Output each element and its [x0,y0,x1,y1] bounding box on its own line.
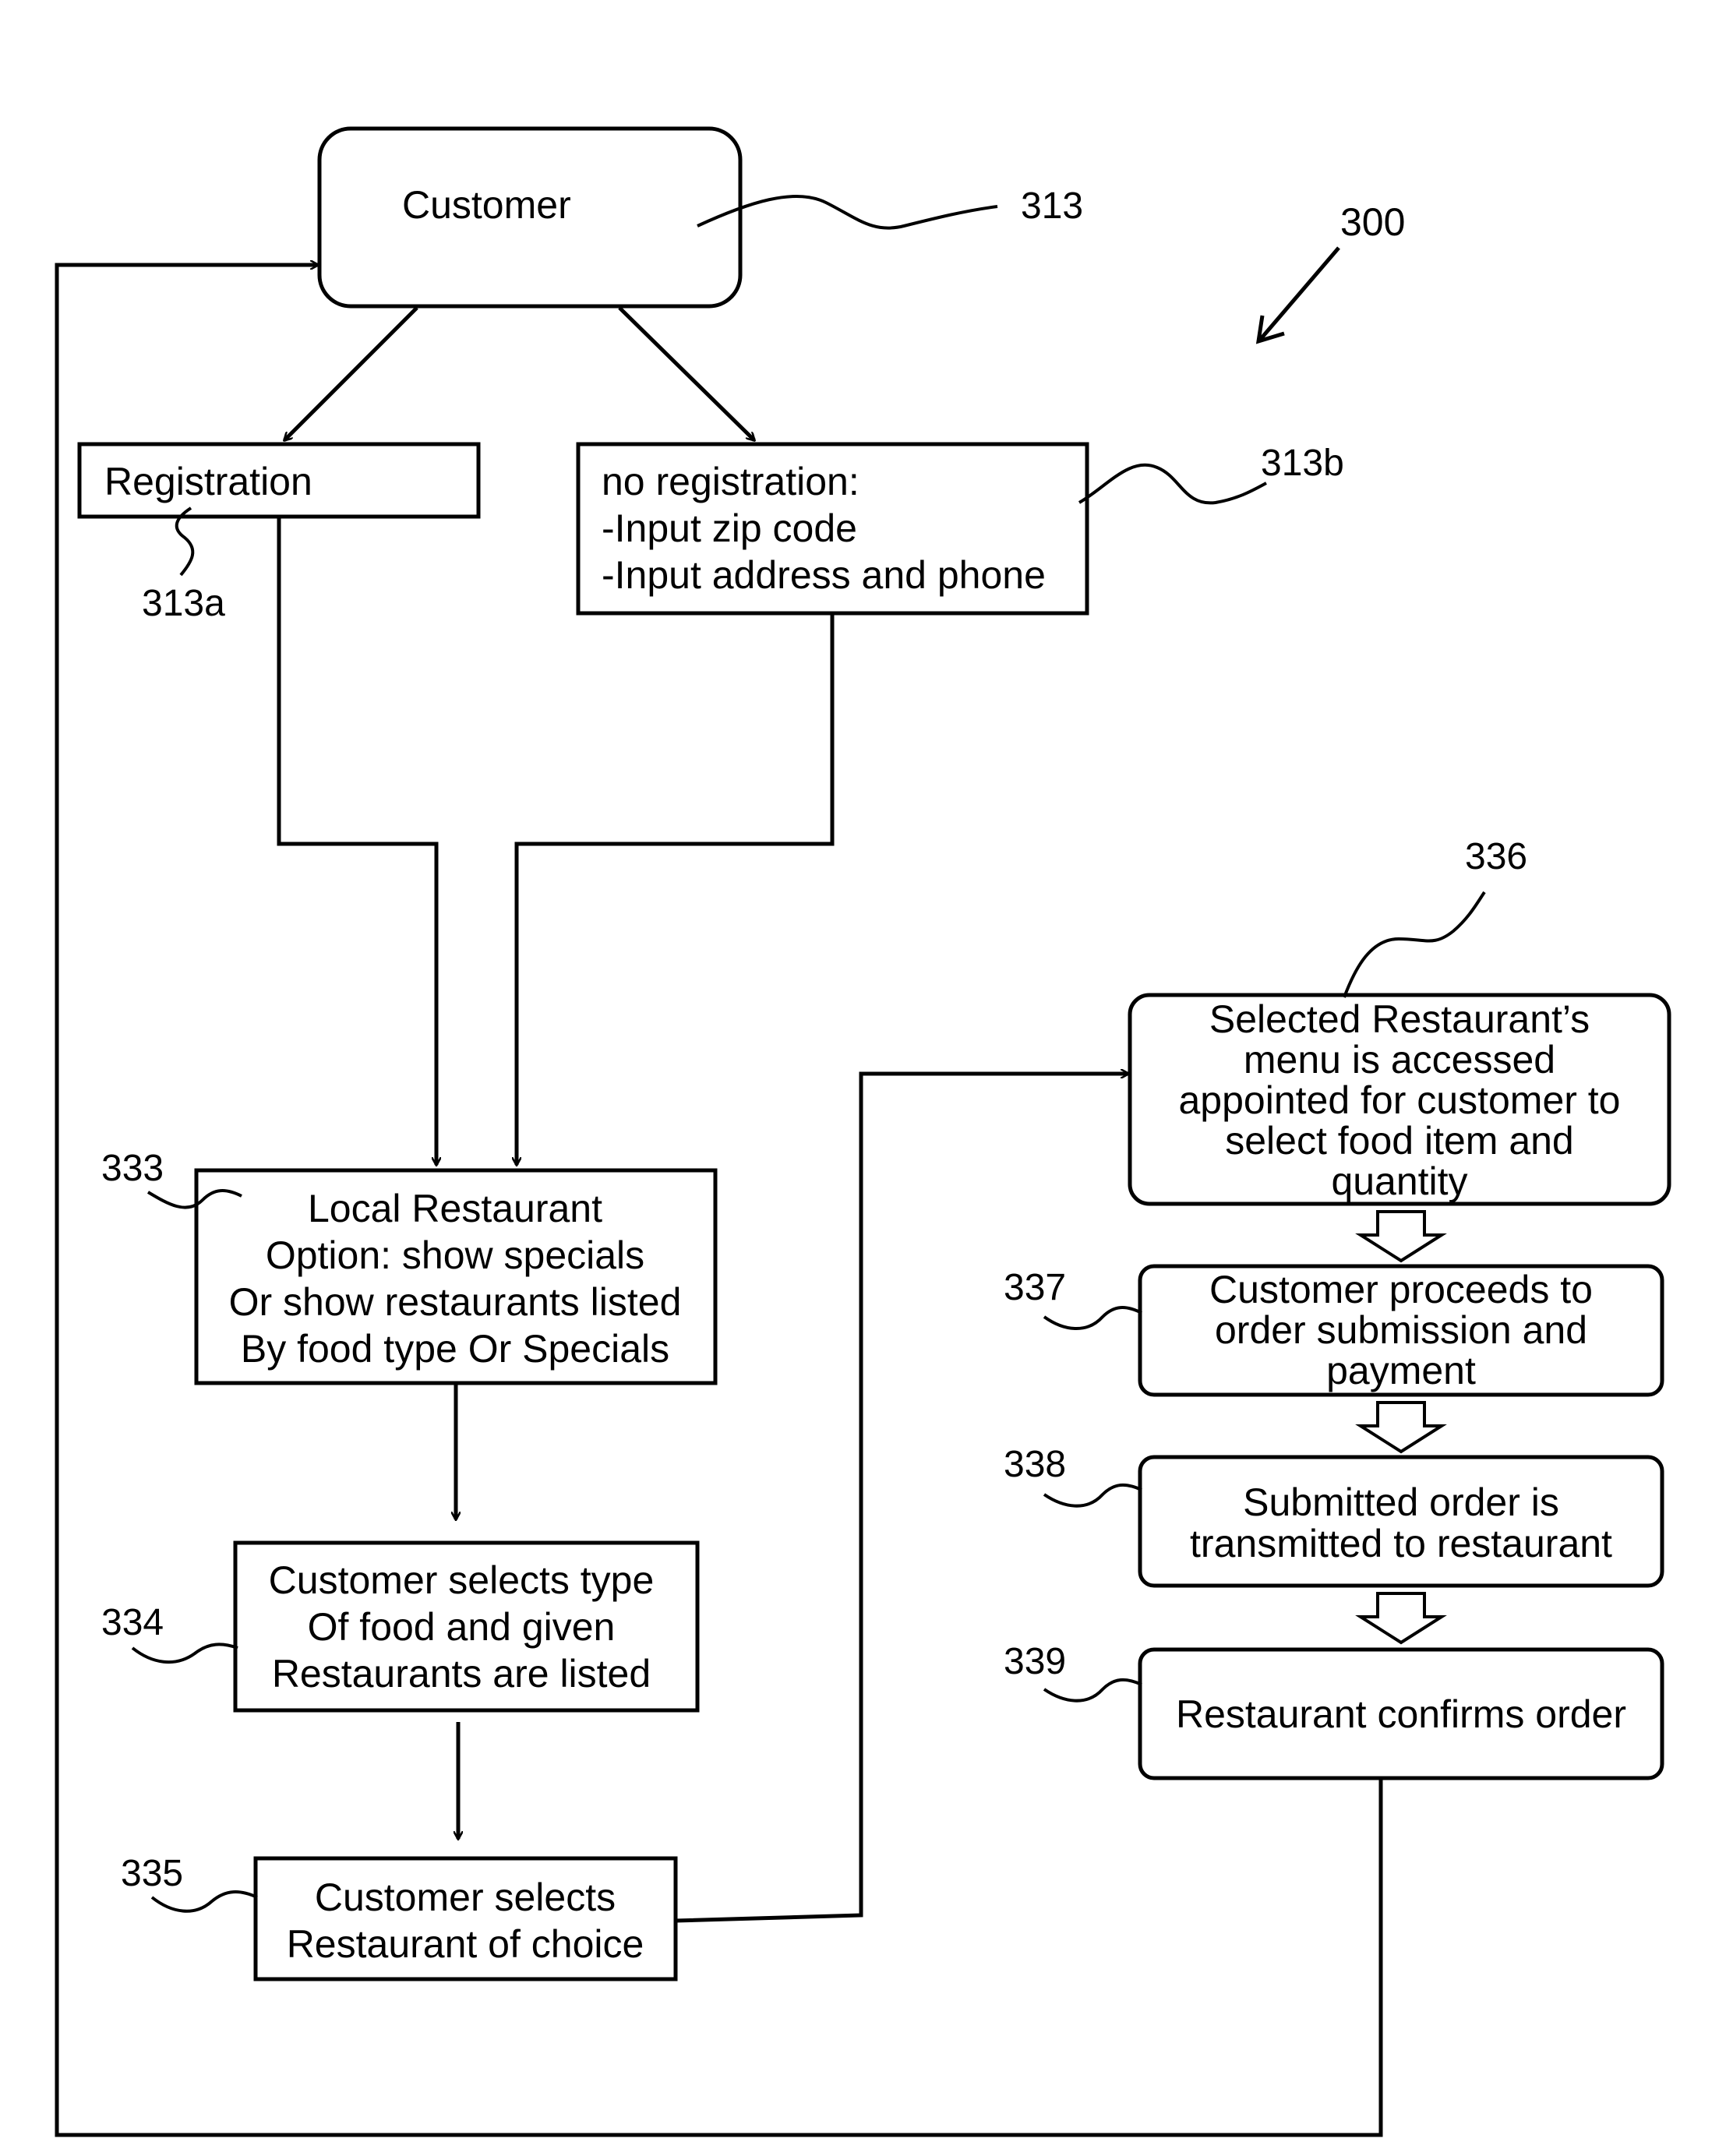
arrow-no-registration-to-local-restaurant [517,613,832,1165]
ref-leader-336 [1344,892,1484,997]
no-registration-node: no registration: -Input zip code -Input … [578,443,1344,613]
hollow-arrow-transmitted-to-confirm [1361,1593,1442,1643]
select-restaurant-node: Customer selects Restaurant of choice 33… [121,1853,676,1979]
registration-label: Registration [104,460,312,503]
local-restaurant-line-4: By food type Or Specials [241,1327,669,1371]
ref-label-334: 334 [101,1602,164,1643]
order-submission-node: Customer proceeds to order submission an… [1004,1266,1662,1395]
order-submission-line-2: order submission and [1215,1308,1587,1352]
figure-number-300: 300 [1258,200,1405,341]
ref-label-313a: 313a [142,583,225,624]
svg-text:300: 300 [1340,200,1405,244]
hollow-arrow-menu-to-order-submission [1361,1212,1442,1261]
select-type-line-3: Restaurants are listed [272,1652,651,1696]
ref-label-339: 339 [1004,1641,1066,1682]
local-restaurant-line-3: Or show restaurants listed [229,1280,682,1324]
ref-label-338: 338 [1004,1444,1066,1485]
select-type-line-2: Of food and given [308,1605,616,1649]
order-transmitted-line-2: transmitted to restaurant [1190,1522,1612,1565]
ref-leader-335 [152,1892,257,1911]
menu-accessed-line-2: menu is accessed [1244,1038,1555,1082]
ref-label-333: 333 [101,1148,164,1189]
select-type-line-1: Customer selects type [269,1558,655,1602]
menu-accessed-line-5: quantity [1331,1159,1467,1203]
ref-leader-338 [1044,1485,1142,1506]
ref-label-337: 337 [1004,1267,1066,1308]
menu-accessed-node: Selected Restaurant’s menu is accessed a… [1130,836,1669,1204]
local-restaurant-line-1: Local Restaurant [308,1187,602,1230]
order-submission-line-3: payment [1326,1349,1476,1392]
ref-leader-313 [697,196,997,228]
no-registration-line-2: -Input zip code [602,506,857,550]
menu-accessed-line-4: select food item and [1225,1119,1574,1163]
ref-leader-334 [132,1644,238,1662]
select-restaurant-line-1: Customer selects [315,1875,616,1919]
local-restaurant-node: Local Restaurant Option: show specials O… [101,1148,715,1383]
order-transmitted-node: Submitted order is transmitted to restau… [1004,1444,1662,1586]
ref-label-336: 336 [1465,836,1527,877]
local-restaurant-line-2: Option: show specials [266,1233,644,1277]
ref-label-335: 335 [121,1853,183,1894]
confirm-order-node: Restaurant confirms order 339 [1004,1641,1662,1778]
ref-leader-339 [1044,1680,1142,1701]
no-registration-line-3: -Input address and phone [602,553,1046,597]
select-type-node: Customer selects type Of food and given … [101,1543,697,1710]
ref-leader-337 [1044,1307,1142,1329]
menu-accessed-line-3: appointed for customer to [1179,1078,1621,1122]
figure-pointer-arrow [1260,248,1339,340]
ref-label-313b: 313b [1261,443,1344,484]
arrow-customer-to-registration [284,308,417,440]
no-registration-line-1: no registration: [602,460,859,503]
select-restaurant-line-2: Restaurant of choice [287,1922,644,1966]
arrow-registration-to-local-restaurant [279,517,436,1165]
arrow-customer-to-no-registration [619,308,754,440]
hollow-arrow-submission-to-transmitted [1361,1403,1442,1452]
ref-leader-313b [1079,465,1266,503]
customer-label: Customer [402,183,571,227]
ref-label-313: 313 [1021,185,1083,227]
customer-node: Customer 313 [319,129,1083,306]
arrow-select-restaurant-to-menu [676,1074,1128,1921]
confirm-order-line-1: Restaurant confirms order [1176,1692,1626,1736]
order-submission-line-1: Customer proceeds to [1209,1268,1593,1311]
menu-accessed-line-1: Selected Restaurant’s [1209,997,1590,1041]
order-transmitted-line-1: Submitted order is [1243,1480,1559,1524]
